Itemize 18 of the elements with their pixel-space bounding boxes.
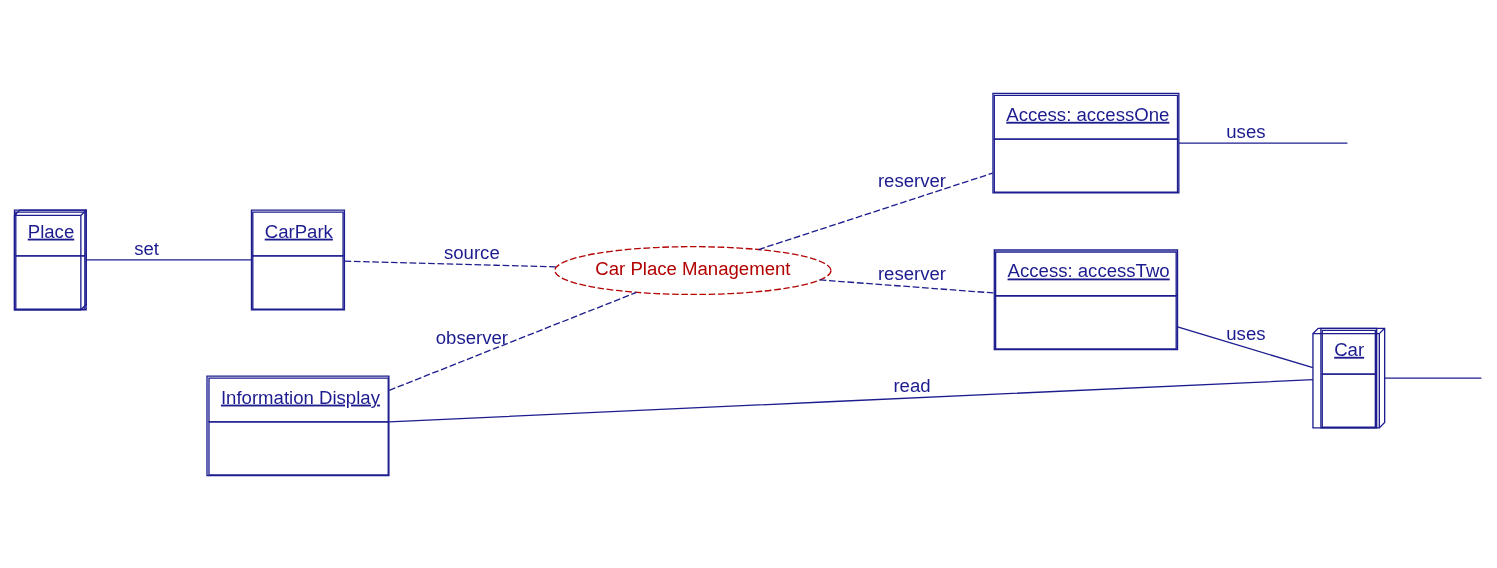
edge-label: source (443, 241, 500, 263)
connector (819, 278, 995, 294)
edge-label: set (134, 237, 159, 259)
edge-label: reserver (877, 262, 947, 284)
node-ellipse: Car Place Management (554, 245, 832, 295)
connector (1176, 325, 1314, 368)
edge-label: uses (1226, 120, 1266, 142)
connector (344, 260, 558, 268)
edge-label: reserver (877, 169, 947, 191)
connector (1384, 376, 1483, 379)
connector (388, 378, 1314, 422)
connector (388, 291, 638, 391)
connector (758, 171, 994, 250)
connector (85, 258, 253, 261)
edge-label: observer (435, 326, 509, 348)
edge-label: uses (1226, 322, 1266, 344)
edge-label: read (893, 374, 931, 396)
connector (1178, 141, 1349, 144)
